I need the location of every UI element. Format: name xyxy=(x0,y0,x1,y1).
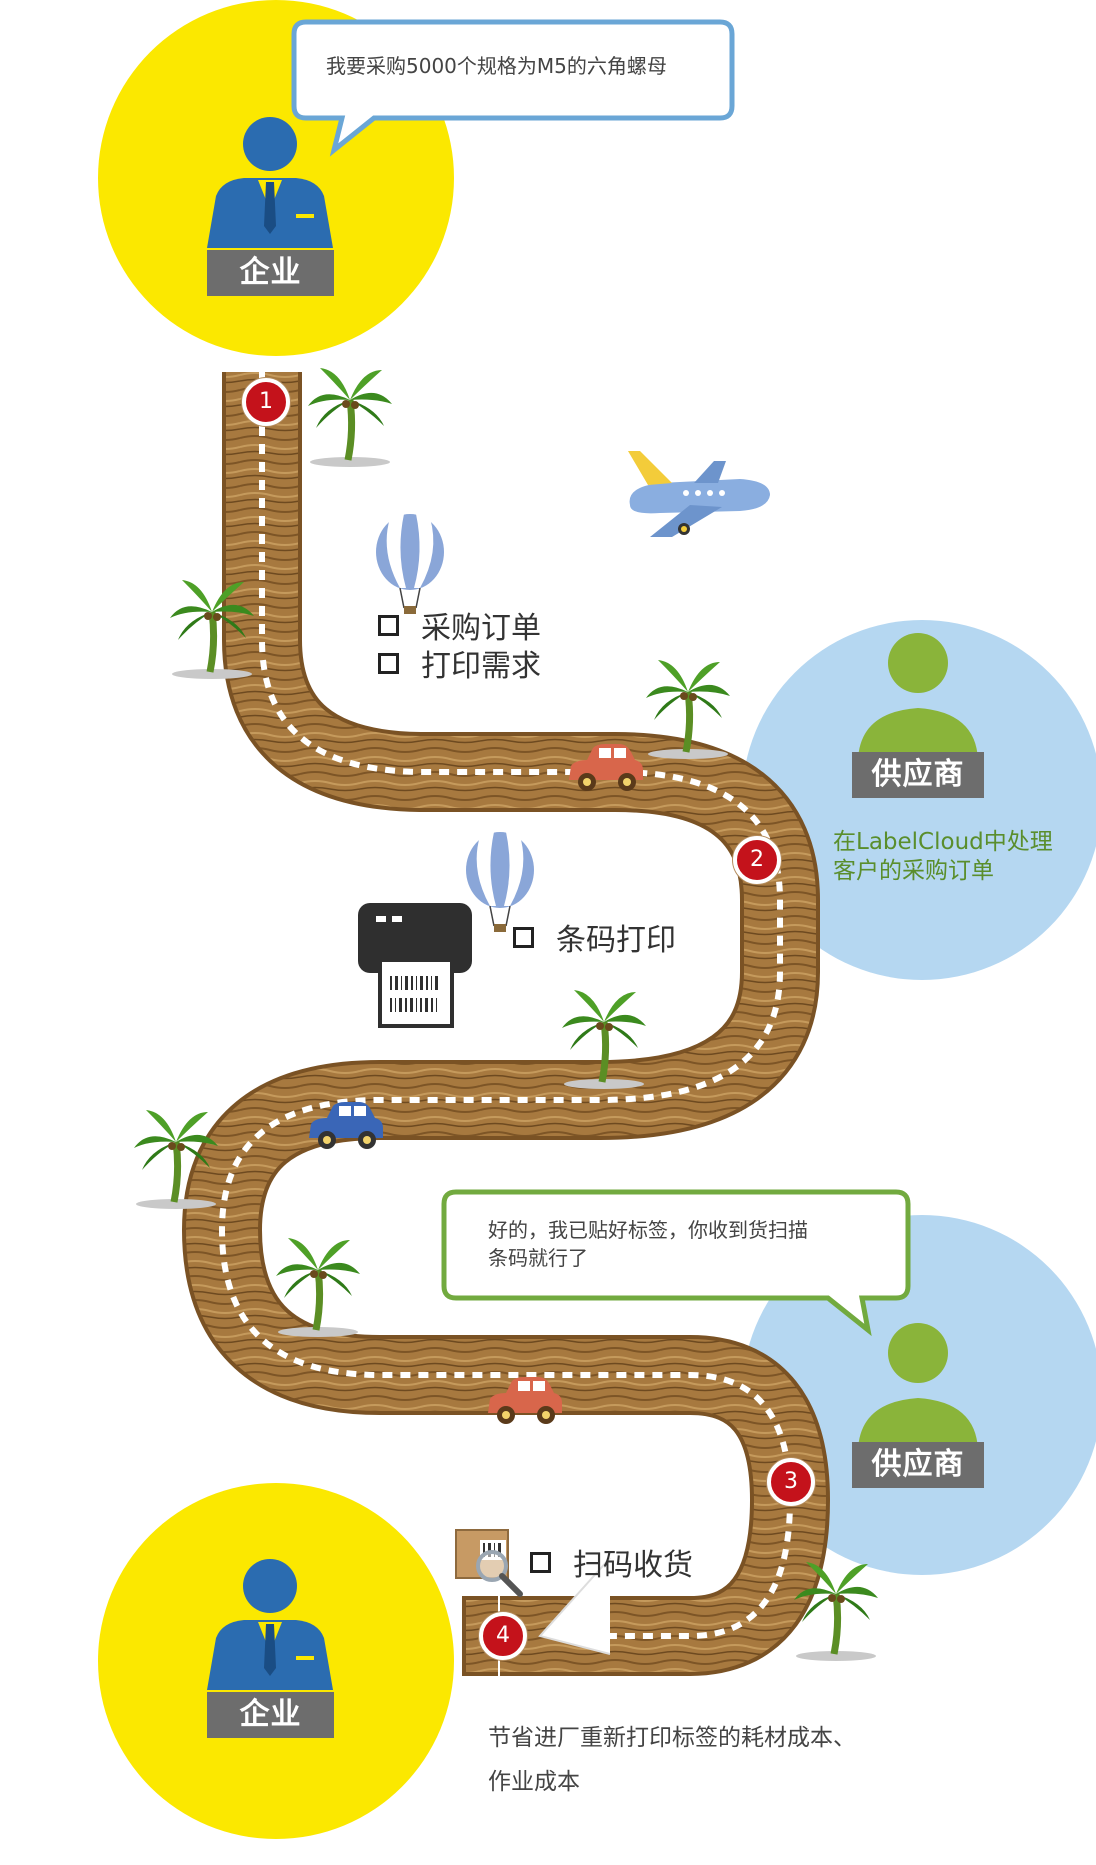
speech-bubble-request xyxy=(291,19,735,157)
barcode-scan-icon xyxy=(455,1529,523,1597)
reply-line-1: 好的，我已贴好标签，你收到货扫描 xyxy=(488,1218,808,1242)
palm-tree-icon xyxy=(308,368,392,467)
enterprise-top-label: 企业 xyxy=(207,250,334,296)
enterprise-bottom-node xyxy=(98,1483,454,1839)
enterprise-bottom-label: 企业 xyxy=(207,1692,334,1738)
supplier-bottom-circle xyxy=(742,1215,1096,1575)
checkbox-icon xyxy=(513,926,534,948)
supplier-note-line-2: 客户的采购订单 xyxy=(833,858,994,884)
footer-note-line-2: 作业成本 xyxy=(488,1769,580,1795)
checklist-item-label: 条码打印 xyxy=(556,923,676,958)
checklist-item-label: 扫码收货 xyxy=(573,1548,693,1583)
footer-note-line-1: 节省进厂重新打印标签的耗材成本、 xyxy=(488,1725,856,1751)
person-icon xyxy=(207,1559,333,1690)
supplier-note-line-1: 在LabelCloud中处理 xyxy=(833,829,1053,855)
supplier-top-circle xyxy=(742,620,1096,980)
car-icon xyxy=(309,1102,383,1149)
step-marker-2: 2 xyxy=(733,836,781,884)
reply-line-2: 条码就行了 xyxy=(488,1246,588,1270)
checkbox-icon xyxy=(378,614,399,636)
winding-road xyxy=(181,372,831,1676)
arrow-left-icon xyxy=(538,1557,611,1655)
checklist-item-label: 打印需求 xyxy=(421,649,541,684)
step-marker-3: 3 xyxy=(767,1458,815,1506)
checkbox-icon xyxy=(378,652,399,674)
checklist-item: 采购订单 xyxy=(378,603,541,647)
person-icon xyxy=(207,117,333,248)
checklist-item: 打印需求 xyxy=(378,641,541,685)
supplier-top-label: 供应商 xyxy=(852,752,984,798)
supplier-top-node xyxy=(742,620,1096,980)
person-icon xyxy=(858,1323,978,1450)
person-icon xyxy=(858,633,978,760)
airplane-icon xyxy=(628,451,770,537)
request-text: 我要采购5000个规格为M5的六角螺母 xyxy=(326,54,667,78)
hot-air-balloon-icon xyxy=(375,513,445,615)
printer-icon xyxy=(358,903,472,1028)
step-marker-1: 1 xyxy=(242,378,290,426)
speech-bubble-reply xyxy=(441,1189,911,1337)
checklist-item: 条码打印 xyxy=(513,915,676,959)
step-marker-4: 4 xyxy=(479,1612,527,1660)
supplier-bottom-label: 供应商 xyxy=(852,1442,984,1488)
supplier-bottom-node xyxy=(742,1215,1096,1575)
checklist-item: 扫码收货 xyxy=(530,1540,693,1584)
checklist-item-label: 采购订单 xyxy=(421,611,541,646)
checkbox-icon xyxy=(530,1551,551,1573)
